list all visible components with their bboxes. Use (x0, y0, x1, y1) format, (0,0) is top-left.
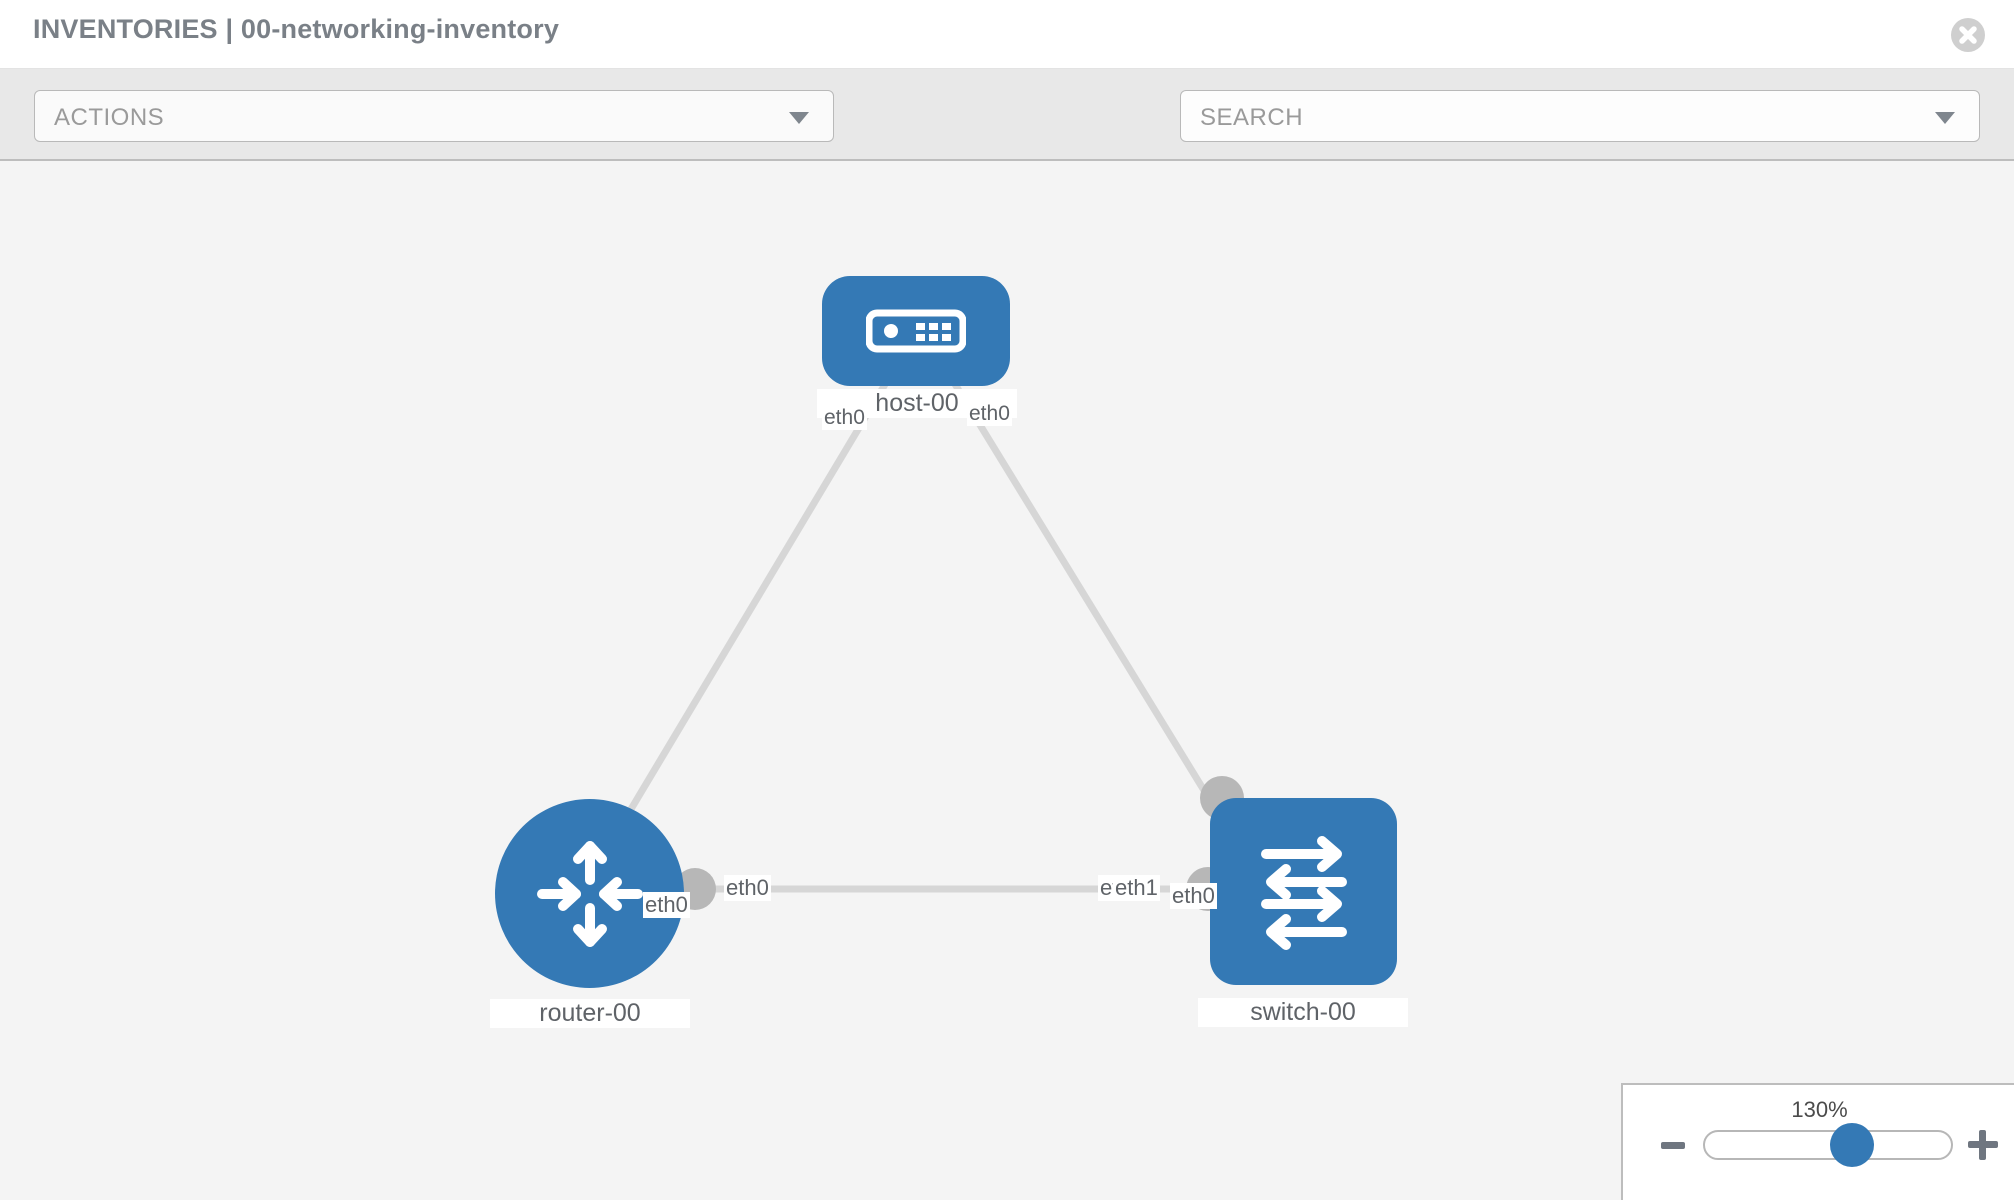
zoom-slider-track[interactable] (1703, 1130, 1953, 1160)
host-node-shape[interactable] (822, 276, 1010, 386)
close-icon[interactable] (1951, 18, 1985, 52)
toolbar: ACTIONS SEARCH (0, 69, 2014, 202)
edge-label-router-right: eth0 (724, 875, 771, 901)
server-icon (866, 309, 966, 353)
edge-host-router[interactable] (596, 374, 894, 863)
zoom-level-value: 130% (1791, 1097, 1848, 1122)
zoom-control-panel: 130% (1621, 1083, 2014, 1200)
search-placeholder-label: SEARCH (1200, 104, 1304, 131)
router-arrows-icon (536, 840, 643, 947)
actions-dropdown[interactable]: ACTIONS (34, 90, 834, 142)
plus-icon[interactable] (1968, 1130, 1998, 1160)
chevron-down-icon (789, 112, 809, 124)
edge-label-host-left: eth0 (822, 406, 867, 430)
edge-label-switch-left-b: eth1 (1113, 875, 1160, 901)
switch-arrows-icon (1260, 835, 1347, 950)
node-label-switch: switch-00 (1198, 998, 1408, 1027)
edge-label-host-right: eth0 (967, 402, 1012, 426)
node-label-router: router-00 (490, 999, 690, 1028)
page-header: INVENTORIES | 00-networking-inventory (0, 0, 2014, 69)
edge-label-router-up: eth0 (643, 892, 690, 918)
actions-dropdown-label: ACTIONS (54, 104, 165, 131)
topology-canvas[interactable]: host-00 router-00 (0, 161, 2014, 1200)
chevron-down-icon (1935, 112, 1955, 124)
search-input[interactable]: SEARCH (1180, 90, 1980, 142)
edge-label-switch-up: eth0 (1170, 883, 1217, 909)
switch-node-shape[interactable] (1210, 798, 1397, 985)
page-title: INVENTORIES | 00-networking-inventory (33, 14, 560, 44)
minus-icon[interactable] (1661, 1142, 1685, 1149)
edge-host-switch[interactable] (947, 374, 1238, 843)
zoom-slider-thumb[interactable] (1830, 1123, 1874, 1167)
